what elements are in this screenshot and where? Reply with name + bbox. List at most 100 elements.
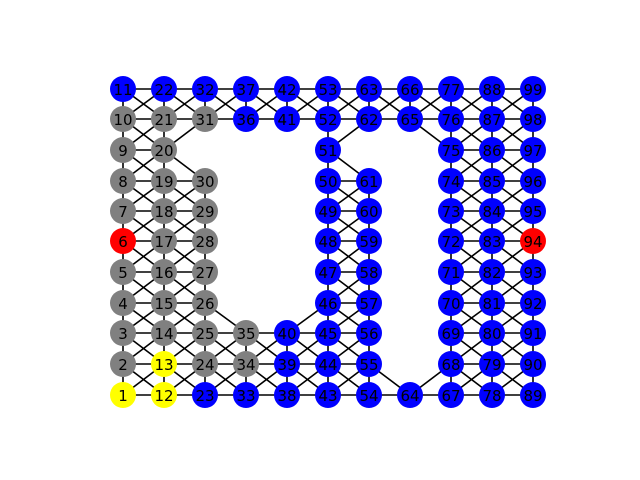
node-circle (520, 76, 546, 102)
node-circle (192, 198, 218, 224)
node-label: 47 (318, 264, 337, 282)
node-circle (274, 382, 300, 408)
node-57: 57 (356, 290, 382, 316)
node-52: 52 (315, 106, 341, 132)
node-label: 73 (441, 203, 460, 221)
node-46: 46 (315, 290, 341, 316)
node-label: 80 (482, 325, 501, 343)
node-18: 18 (151, 198, 177, 224)
node-circle (110, 106, 136, 132)
node-label: 91 (523, 325, 542, 343)
node-circle (356, 198, 382, 224)
node-41: 41 (274, 106, 300, 132)
node-label: 26 (195, 295, 214, 313)
node-label: 95 (523, 203, 542, 221)
node-circle (520, 290, 546, 316)
node-label: 74 (441, 173, 460, 191)
node-23: 23 (192, 382, 218, 408)
node-39: 39 (274, 351, 300, 377)
node-circle (438, 259, 464, 285)
node-circle (479, 259, 505, 285)
node-label: 48 (318, 233, 337, 251)
node-label: 99 (523, 81, 542, 99)
node-label: 64 (400, 387, 419, 405)
node-label: 40 (277, 325, 296, 343)
node-circle (233, 382, 259, 408)
node-label: 59 (359, 233, 378, 251)
node-circle (315, 351, 341, 377)
node-circle (151, 228, 177, 254)
node-circle (192, 290, 218, 316)
node-label: 75 (441, 142, 460, 160)
node-label: 50 (318, 173, 337, 191)
node-label: 19 (154, 173, 173, 191)
node-circle (233, 106, 259, 132)
node-label: 9 (118, 142, 128, 160)
node-circle (356, 168, 382, 194)
node-95: 95 (520, 198, 546, 224)
node-56: 56 (356, 320, 382, 346)
node-label: 77 (441, 81, 460, 99)
node-90: 90 (520, 351, 546, 377)
node-circle (192, 320, 218, 346)
node-86: 86 (479, 137, 505, 163)
node-48: 48 (315, 228, 341, 254)
node-circle (315, 228, 341, 254)
node-72: 72 (438, 228, 464, 254)
node-label: 41 (277, 111, 296, 129)
node-label: 56 (359, 325, 378, 343)
node-label: 55 (359, 356, 378, 374)
node-70: 70 (438, 290, 464, 316)
node-84: 84 (479, 198, 505, 224)
node-label: 87 (482, 111, 501, 129)
node-17: 17 (151, 228, 177, 254)
node-circle (110, 259, 136, 285)
node-34: 34 (233, 351, 259, 377)
node-circle (151, 137, 177, 163)
node-label: 15 (154, 295, 173, 313)
node-label: 7 (118, 203, 128, 221)
node-50: 50 (315, 168, 341, 194)
node-16: 16 (151, 259, 177, 285)
node-circle (520, 137, 546, 163)
node-label: 53 (318, 81, 337, 99)
node-73: 73 (438, 198, 464, 224)
node-circle (192, 259, 218, 285)
node-55: 55 (356, 351, 382, 377)
node-91: 91 (520, 320, 546, 346)
node-circle (479, 382, 505, 408)
node-label: 30 (195, 173, 214, 191)
node-circle (520, 382, 546, 408)
node-circle (479, 320, 505, 346)
node-82: 82 (479, 259, 505, 285)
node-69: 69 (438, 320, 464, 346)
node-circle (315, 198, 341, 224)
node-10: 10 (110, 106, 136, 132)
node-87: 87 (479, 106, 505, 132)
node-29: 29 (192, 198, 218, 224)
node-label: 72 (441, 233, 460, 251)
node-67: 67 (438, 382, 464, 408)
node-36: 36 (233, 106, 259, 132)
node-label: 12 (154, 387, 173, 405)
node-58: 58 (356, 259, 382, 285)
node-circle (520, 198, 546, 224)
node-circle (356, 76, 382, 102)
node-14: 14 (151, 320, 177, 346)
node-circle (315, 76, 341, 102)
node-label: 37 (236, 81, 255, 99)
node-label: 25 (195, 325, 214, 343)
node-51: 51 (315, 137, 341, 163)
node-37: 37 (233, 76, 259, 102)
node-label: 88 (482, 81, 501, 99)
node-53: 53 (315, 76, 341, 102)
node-79: 79 (479, 351, 505, 377)
node-66: 66 (397, 76, 423, 102)
node-label: 24 (195, 356, 214, 374)
node-circle (233, 76, 259, 102)
node-75: 75 (438, 137, 464, 163)
node-label: 4 (118, 295, 128, 313)
node-label: 52 (318, 111, 337, 129)
node-circle (356, 382, 382, 408)
